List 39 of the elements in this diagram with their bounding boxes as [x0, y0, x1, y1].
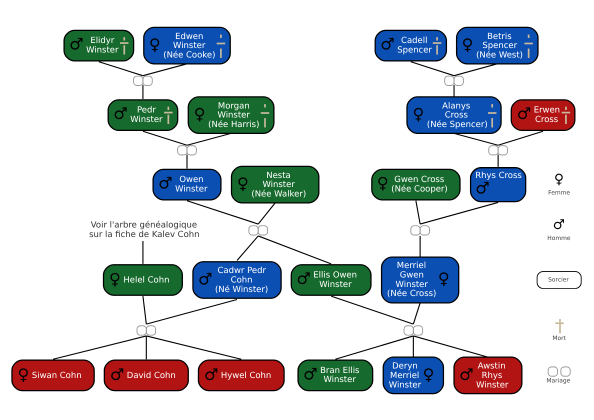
connector — [335, 334, 414, 360]
connector — [142, 296, 147, 324]
connector — [330, 295, 414, 324]
connector — [186, 200, 258, 224]
connector — [146, 335, 147, 359]
connector — [146, 334, 242, 360]
connector — [98, 60, 144, 76]
node-box: ♂Hywel Cohn — [198, 359, 285, 391]
connector — [236, 235, 259, 260]
connector — [415, 200, 421, 224]
connector — [146, 298, 238, 324]
node-box: ♀Helel Cohn — [102, 264, 183, 296]
connector — [258, 202, 276, 224]
label: ♀ — [554, 171, 564, 188]
label: ♂ — [552, 216, 565, 232]
connector — [420, 201, 498, 224]
connector — [413, 334, 488, 358]
connector — [258, 234, 332, 264]
connector — [498, 154, 499, 166]
connector — [454, 132, 498, 146]
connector — [52, 334, 146, 360]
connector — [498, 130, 544, 146]
connector — [454, 84, 455, 96]
connector — [412, 335, 414, 357]
connector — [142, 84, 144, 99]
connector — [142, 62, 188, 76]
node-box: Rhys Cross ♂ — [470, 166, 526, 202]
connector — [186, 132, 232, 146]
node-text: Voir l'arbre généalogique sur la fiche de Kalev Cohn — [89, 218, 200, 238]
connector — [142, 130, 188, 146]
node-box: ♀Siwan Cohn — [11, 359, 95, 391]
connector — [142, 240, 144, 264]
connector — [420, 235, 421, 257]
connector — [186, 154, 188, 168]
connector — [410, 60, 454, 76]
node-box: Merriel Gwen Winster (Née Cross) ♀ — [380, 256, 460, 304]
connector — [412, 302, 421, 324]
connector — [454, 62, 498, 76]
node-box: ♂David Cohn — [104, 359, 189, 391]
